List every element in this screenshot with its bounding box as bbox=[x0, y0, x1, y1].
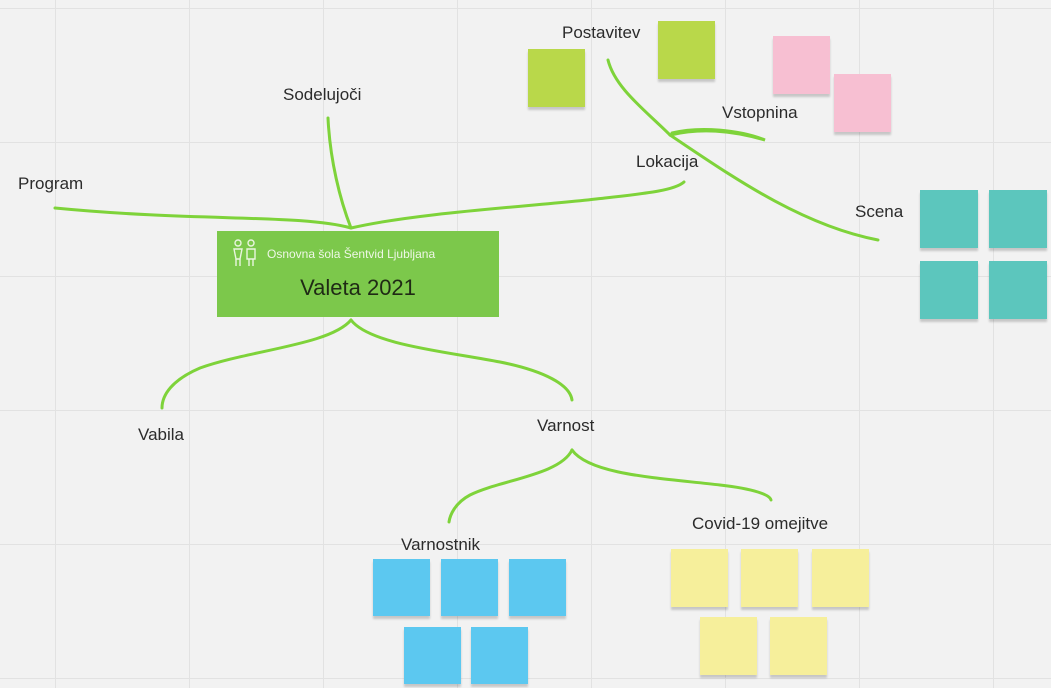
label-postavitev[interactable]: Postavitev bbox=[562, 23, 641, 42]
sticky-note-yellow[interactable] bbox=[671, 549, 728, 607]
sticky-note-blue[interactable] bbox=[404, 627, 461, 684]
sticky-note-blue[interactable] bbox=[441, 559, 498, 616]
label-sodelujoci[interactable]: Sodelujoči bbox=[283, 85, 362, 104]
connector-varnost bbox=[349, 318, 574, 402]
school-name: Osnovna šola Šentvid Ljubljana bbox=[267, 247, 436, 261]
label-vabila[interactable]: Vabila bbox=[138, 425, 184, 444]
label-varnost[interactable]: Varnost bbox=[537, 416, 595, 435]
sticky-note-yellow[interactable] bbox=[700, 617, 757, 675]
sticky-note-teal[interactable] bbox=[920, 261, 978, 319]
sticky-note-blue[interactable] bbox=[509, 559, 566, 616]
label-varnostnik[interactable]: Varnostnik bbox=[401, 535, 481, 554]
connector-scena bbox=[668, 133, 880, 242]
connector-varnostnik bbox=[447, 448, 574, 524]
sticky-note-teal[interactable] bbox=[920, 190, 978, 248]
sticky-note-pink[interactable] bbox=[834, 74, 891, 132]
sticky-note-yellow[interactable] bbox=[741, 549, 798, 607]
central-title: Valeta 2021 bbox=[300, 275, 416, 300]
connector-sodelujoci bbox=[326, 116, 353, 230]
sticky-note-blue[interactable] bbox=[471, 627, 528, 684]
sticky-note-teal[interactable] bbox=[989, 261, 1047, 319]
sticky-note-pink[interactable] bbox=[773, 36, 830, 94]
sticky-note-lime[interactable] bbox=[658, 21, 715, 79]
connector-vabila bbox=[160, 318, 353, 410]
sticky-note-yellow[interactable] bbox=[770, 617, 827, 675]
label-vstopnina[interactable]: Vstopnina bbox=[722, 103, 798, 122]
school-logo-icon bbox=[233, 239, 256, 266]
sticky-note-yellow[interactable] bbox=[812, 549, 869, 607]
connector-postavitev bbox=[606, 58, 672, 137]
label-covid-19-omejitve[interactable]: Covid-19 omejitve bbox=[692, 514, 829, 533]
label-lokacija[interactable]: Lokacija bbox=[636, 152, 699, 171]
sticky-note-blue[interactable] bbox=[373, 559, 430, 616]
connector-vstopnina bbox=[668, 128, 766, 142]
sticky-note-lime[interactable] bbox=[528, 49, 585, 107]
connector-lokacija bbox=[349, 180, 686, 230]
connector-program bbox=[53, 206, 353, 230]
label-scena[interactable]: Scena bbox=[855, 202, 904, 221]
sticky-note-teal[interactable] bbox=[989, 190, 1047, 248]
connector-covid bbox=[570, 448, 773, 502]
central-node[interactable]: Osnovna šola Šentvid Ljubljana Valeta 20… bbox=[217, 231, 499, 317]
label-program[interactable]: Program bbox=[18, 174, 84, 193]
